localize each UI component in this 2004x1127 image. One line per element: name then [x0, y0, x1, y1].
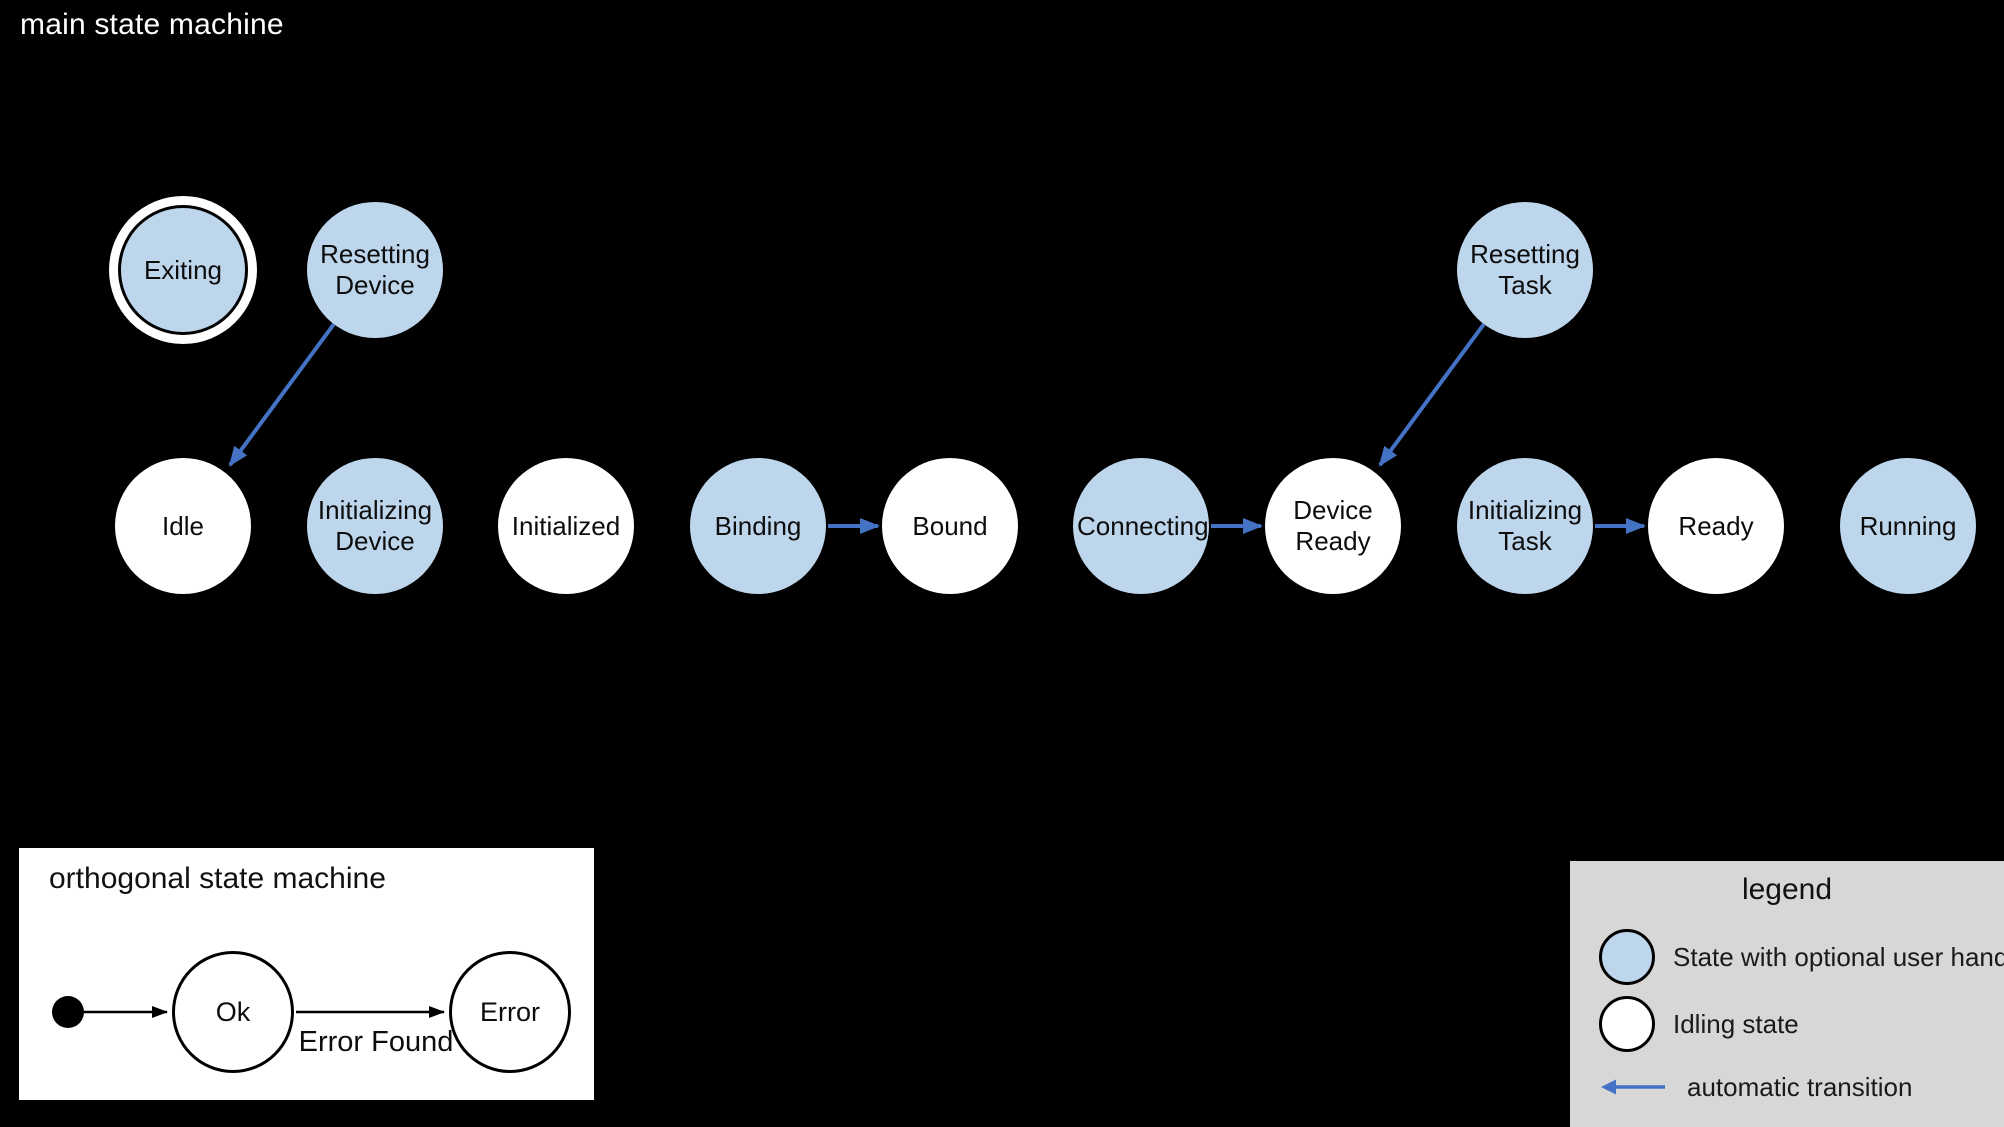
state-running: Running [1840, 458, 1976, 594]
state-connecting: Connecting [1073, 458, 1209, 594]
legend-item-label: automatic transition [1687, 1071, 1913, 1102]
legend-item-label: State with optional user handler [1673, 941, 2004, 972]
user-handler-state-swatch-icon [1599, 929, 1655, 985]
legend-panel: legend State with optional user handler … [1570, 861, 2004, 1127]
state-label: Initializing Task [1467, 495, 1583, 556]
state-ok: Ok [172, 951, 294, 1073]
state-label: Initializing Device [317, 495, 433, 556]
transition-arrow-resetting-task-to-device-ready [1378, 322, 1486, 467]
state-label: Resetting Device [320, 239, 430, 300]
state-label: Ready [1678, 510, 1754, 541]
legend-item-label: Idling state [1673, 1008, 1799, 1039]
state-resetting-device: Resetting Device [307, 202, 443, 338]
transition-label-error-found: Error Found [298, 1026, 454, 1058]
state-initializing-task: Initializing Task [1457, 458, 1593, 594]
orthogonal-state-machine-panel: orthogonal state machine Ok Error Error … [19, 848, 594, 1100]
state-error: Error [449, 951, 571, 1073]
main-diagram-title: main state machine [20, 8, 284, 41]
state-label: Error [480, 996, 540, 1027]
state-label: Device Ready [1293, 495, 1373, 556]
state-label: Ok [215, 996, 251, 1027]
legend-item-user-handler-state: State with optional user handler [1599, 929, 2004, 985]
state-label: Exiting [143, 254, 223, 285]
state-label: Resetting Task [1470, 239, 1580, 300]
state-label: Running [1859, 510, 1957, 541]
state-binding: Binding [690, 458, 826, 594]
initial-state-dot [52, 996, 84, 1028]
idling-state-swatch-icon [1599, 996, 1655, 1052]
state-bound: Bound [882, 458, 1018, 594]
state-idle: Idle [115, 458, 251, 594]
state-label: Idle [162, 510, 204, 541]
state-initialized: Initialized [498, 458, 634, 594]
state-label: Initialized [511, 510, 621, 541]
legend-item-automatic-transition: automatic transition [1599, 1059, 1996, 1115]
legend-title: legend [1741, 873, 1833, 906]
state-resetting-task: Resetting Task [1457, 202, 1593, 338]
state-ready: Ready [1648, 458, 1784, 594]
state-label: Bound [912, 510, 988, 541]
state-exiting: Exiting [118, 205, 248, 335]
state-label: Connecting [1077, 510, 1209, 541]
state-initializing-device: Initializing Device [307, 458, 443, 594]
automatic-transition-arrow-icon [1601, 1079, 1665, 1095]
legend-item-idling-state: Idling state [1599, 996, 1996, 1052]
state-device-ready: Device Ready [1265, 458, 1401, 594]
transition-arrow-resetting-device-to-idle [228, 322, 336, 467]
state-label: Binding [714, 510, 802, 541]
orthogonal-diagram-title: orthogonal state machine [49, 862, 386, 895]
